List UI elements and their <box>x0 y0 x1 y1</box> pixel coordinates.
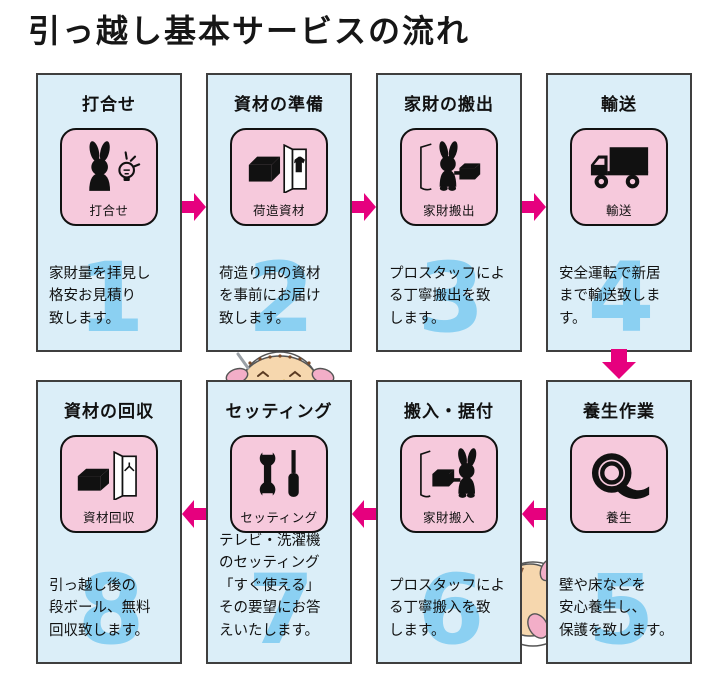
step-number: 6 <box>417 554 485 666</box>
step-card-7: セッティング セッティング 7 テレビ・洗濯機 のセッティング 「すぐ使える」 … <box>206 380 352 664</box>
arrow-down-icon <box>602 349 636 379</box>
step-description: 安全運転で新居 まで輸送致しま す。 <box>559 265 661 327</box>
step-card-8: 資材の回収 資材回収 8 引っ越し後の 段ボール、無料 回収致します。 <box>36 380 182 664</box>
step-title: 輸送 <box>601 95 637 115</box>
icon-caption: 家財搬出 <box>422 203 475 218</box>
wrench-screwdriver-icon <box>232 437 326 507</box>
step-description: 家財量を拝見し 格安お見積り 致します。 <box>49 265 151 327</box>
step-title: セッティング <box>225 402 333 422</box>
step-description: 引っ越し後の 段ボール、無料 回収致します。 <box>49 577 151 639</box>
box-collection-icon <box>62 437 156 507</box>
step-card-3: 家財の搬出 家財搬出 3 プロスタッ <box>376 73 522 352</box>
step-description: プロスタッフによ る丁寧搬入を致 します。 <box>389 577 505 639</box>
step-card-5: 養生作業 養生 5 壁や床などを 安心養生し、 保護を致します。 <box>546 380 692 664</box>
step-icon-box: 資材回収 <box>60 435 158 533</box>
arrow-left-icon <box>182 500 206 528</box>
arrow-right-icon <box>182 193 206 221</box>
arrow-left-icon <box>352 500 376 528</box>
step-description: 荷造り用の資材 を事前にお届け 致します。 <box>219 265 321 327</box>
packing-materials-icon <box>232 130 326 200</box>
icon-caption: 養生 <box>605 510 632 525</box>
step-description-area: 2 荷造り用の資材 を事前にお届け 致します。 <box>219 250 343 346</box>
carry-in-box-icon <box>402 437 496 507</box>
step-title: 資材の準備 <box>234 95 324 115</box>
step-icon-box: 家財搬入 <box>400 435 498 533</box>
step-icon-box: セッティング <box>230 435 328 533</box>
step-card-6: 搬入・据付 家財搬入 6 プロスタッ <box>376 380 522 664</box>
step-description-area: 5 壁や床などを 安心養生し、 保護を致します。 <box>559 562 683 658</box>
step-card-2: 資材の準備 荷造資材 2 荷造り用の資材 を事前にお届け 致します。 <box>206 73 352 352</box>
icon-caption: 荷造資材 <box>252 203 305 218</box>
step-number: 5 <box>587 554 655 666</box>
step-description-area: 3 プロスタッフによ る丁寧搬出を致 します。 <box>389 250 513 346</box>
carry-out-box-icon <box>402 130 496 200</box>
arrow-right-icon <box>522 193 546 221</box>
step-description-area: 8 引っ越し後の 段ボール、無料 回収致します。 <box>49 562 173 658</box>
step-description-area: 7 テレビ・洗濯機 のセッティング 「すぐ使える」 その要望にお答 えいたします… <box>219 530 343 658</box>
step-card-4: 輸送 輸送 4 安全運転で新居 まで輸送致しま す。 <box>546 73 692 352</box>
step-number: 8 <box>77 554 145 666</box>
icon-caption: 資材回収 <box>82 510 135 525</box>
icon-caption: 打合せ <box>89 203 129 218</box>
step-icon-box: 家財搬出 <box>400 128 498 226</box>
step-number: 1 <box>77 242 145 354</box>
step-description-area: 6 プロスタッフによ る丁寧搬入を致 します。 <box>389 562 513 658</box>
step-description-area: 4 安全運転で新居 まで輸送致しま す。 <box>559 250 683 346</box>
step-number: 2 <box>247 242 315 354</box>
rabbit-lightbulb-icon <box>62 130 156 200</box>
step-description: プロスタッフによ る丁寧搬出を致 します。 <box>389 265 505 327</box>
step-title: 家財の搬出 <box>404 95 494 115</box>
step-number: 3 <box>417 242 485 354</box>
protection-tape-icon <box>572 437 666 507</box>
arrow-right-icon <box>352 193 376 221</box>
icon-caption: セッティング <box>240 510 318 525</box>
truck-icon <box>572 130 666 200</box>
step-title: 打合せ <box>82 95 136 115</box>
icon-caption: 家財搬入 <box>422 510 475 525</box>
step-icon-box: 荷造資材 <box>230 128 328 226</box>
icon-caption: 輸送 <box>605 203 632 218</box>
step-title: 資材の回収 <box>64 402 154 422</box>
step-card-1: 打合せ 打合せ 1 家財量を拝見し 格安お見積り 致します。 <box>36 73 182 352</box>
arrow-left-icon <box>522 500 546 528</box>
step-icon-box: 養生 <box>570 435 668 533</box>
step-description: 壁や床などを 安心養生し、 保護を致します。 <box>559 577 674 639</box>
step-title: 養生作業 <box>583 402 655 422</box>
step-description-area: 1 家財量を拝見し 格安お見積り 致します。 <box>49 250 173 346</box>
step-description: テレビ・洗濯機 のセッティング 「すぐ使える」 その要望にお答 えいたします。 <box>219 532 321 639</box>
step-number: 7 <box>247 554 315 666</box>
step-number: 4 <box>587 242 655 354</box>
page-title: 引っ越し基本サービスの流れ <box>28 12 471 50</box>
step-icon-box: 打合せ <box>60 128 158 226</box>
step-icon-box: 輸送 <box>570 128 668 226</box>
step-title: 搬入・据付 <box>404 402 494 422</box>
